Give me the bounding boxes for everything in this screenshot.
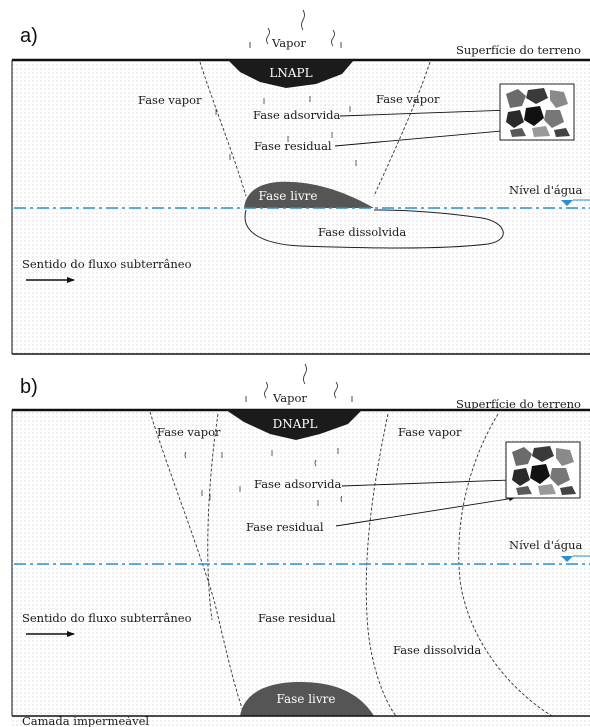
- free-phase-blob-a: [244, 181, 374, 208]
- panel-a: a) Vapor Superfície do terreno LNAPL Fas…: [11, 9, 590, 355]
- lnapl-source-blob: [228, 60, 354, 88]
- plume-outline-b: [149, 411, 553, 717]
- vapor-phase-right-a: Fase vapor: [376, 92, 440, 106]
- impermeable-layer-fill: [12, 717, 590, 727]
- lnapl-label: LNAPL: [269, 66, 312, 80]
- residual-arrow-a: [334, 127, 513, 147]
- water-level-marker-a: [561, 200, 573, 206]
- residual-arrow-b: [335, 496, 515, 527]
- plume-outline-a: [199, 61, 431, 197]
- free-phase-label-b: Fase livre: [276, 692, 335, 706]
- adsorbed-phase-label-a: Fase adsorvida: [253, 108, 340, 122]
- adsorbed-arrow-a: [339, 107, 511, 117]
- water-level-label-b: Nível d'água: [509, 538, 583, 552]
- surface-label-a: Superfície do terreno: [456, 43, 581, 57]
- impermeable-layer-label: Camada impermeável: [22, 714, 149, 727]
- flow-direction-label-b: Sentido do fluxo subterrâneo: [22, 611, 192, 625]
- dnapl-label: DNAPL: [273, 417, 318, 431]
- flow-direction-label-a: Sentido do fluxo subterrâneo: [22, 257, 192, 271]
- vapor-wisps-a: [249, 9, 342, 48]
- soil-grains-inset-a: [499, 83, 575, 141]
- panel-label-a: a): [20, 25, 38, 47]
- adsorbed-arrow-b: [341, 477, 513, 487]
- vapor-label-a: Vapor: [271, 36, 306, 50]
- free-phase-label-a: Fase livre: [258, 189, 317, 203]
- adsorbed-phase-label-b: Fase adsorvida: [254, 477, 341, 491]
- dissolved-plume-outline-a: [244, 209, 504, 249]
- residual-mid-label-b: Fase residual: [258, 611, 336, 625]
- vapor-phase-left-b: Fase vapor: [157, 425, 221, 439]
- panel-b: b) Vapor Superfície do terreno DNAPL Fas…: [11, 363, 590, 727]
- vapor-wisps-b: [245, 363, 353, 402]
- soil-grains-inset-b: [505, 441, 581, 499]
- dissolved-phase-label-a: Fase dissolvida: [318, 225, 406, 239]
- dissolved-phase-label-b: Fase dissolvida: [393, 643, 481, 657]
- free-phase-blob-b: [240, 682, 374, 716]
- residual-phase-label-b: Fase residual: [246, 520, 324, 534]
- vapor-phase-right-b: Fase vapor: [398, 425, 462, 439]
- ground-area-b: [12, 410, 590, 716]
- rising-droplets-b: [184, 448, 343, 506]
- residual-phase-label-a: Fase residual: [254, 139, 332, 153]
- surface-label-b: Superfície do terreno: [456, 397, 581, 411]
- vapor-phase-left-a: Fase vapor: [138, 93, 202, 107]
- water-level-label-a: Nível d'água: [509, 183, 583, 197]
- vapor-label-b: Vapor: [272, 391, 307, 405]
- dnapl-source-blob: [226, 410, 362, 440]
- panel-label-b: b): [20, 376, 38, 398]
- rising-droplets-a: [215, 96, 357, 166]
- water-level-marker-b: [561, 556, 573, 562]
